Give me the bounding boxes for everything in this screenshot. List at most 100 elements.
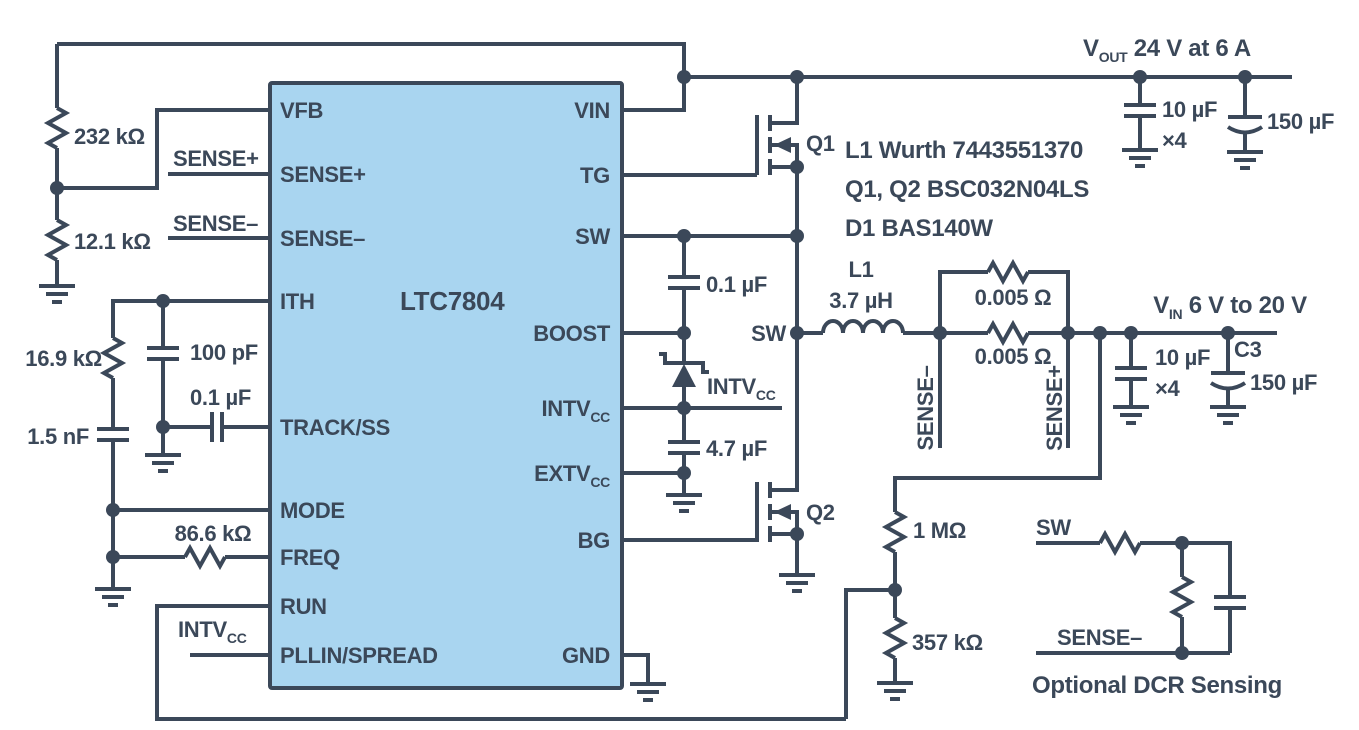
net-label-sense-plus-stub: SENSE+ (173, 146, 259, 171)
junction-dot (1061, 326, 1075, 340)
net-label-intvcc-stub: INTVCC (178, 617, 247, 646)
ground-symbol (1120, 148, 1160, 168)
junction-dot (790, 70, 804, 84)
capacitor-dcr (1212, 595, 1248, 610)
ground-symbol (777, 573, 817, 593)
resistor-sense-upper (986, 261, 1030, 283)
junction-dot (677, 326, 691, 340)
net-label-sw: SW (751, 321, 786, 346)
capacitor-c3-150u (1209, 371, 1247, 391)
label-inductor-value: 3.7 µH (829, 288, 892, 313)
pin-label-mode: MODE (280, 498, 345, 523)
junction-dot (1133, 70, 1147, 84)
pin-label-tg: TG (580, 163, 610, 188)
ic-name: LTC7804 (400, 286, 505, 316)
label-resistor-16k9: 16.9 kΩ (25, 346, 102, 371)
pin-label-pllin: PLLIN/SPREAD (280, 643, 438, 668)
mosfet-q1-arrow (774, 137, 791, 153)
pin-label-extvcc: EXTVCC (534, 461, 610, 490)
wire-vfb (57, 108, 270, 190)
label-capacitor-1n5: 1.5 nF (27, 424, 89, 449)
capacitor-ss-0u1 (210, 412, 224, 442)
label-capacitor-ss: 0.1 µF (190, 385, 251, 410)
resistor-357k (884, 616, 906, 660)
junction-dot (790, 326, 804, 340)
label-inductor-ref: L1 (848, 257, 873, 282)
resistor-dcr-series (1098, 532, 1142, 554)
wire-gnd-pin (622, 653, 650, 684)
net-label-diode-intvcc: INTVCC (707, 374, 776, 403)
labels: LTC7804 VFB SENSE+ SENSE– ITH TRACK/SS M… (25, 35, 1334, 699)
junction-dot (677, 229, 691, 243)
pin-label-freq: FREQ (280, 545, 340, 570)
wire-q1-drain (770, 77, 799, 125)
label-q2: Q2 (806, 500, 835, 525)
pin-label-gnd: GND (562, 643, 610, 668)
dcr-caption: Optional DCR Sensing (1032, 672, 1282, 699)
label-capacitor-boost: 0.1 µF (706, 272, 767, 297)
pin-label-ith: ITH (280, 289, 315, 314)
rail-label-vout: VOUT 24 V at 6 A (1083, 35, 1251, 65)
mosfet-q2-arrow (774, 504, 791, 520)
label-capacitor-100p: 100 pF (190, 340, 258, 365)
dcr-label-sense-minus: SENSE– (1057, 625, 1142, 650)
junction-dot (1124, 326, 1138, 340)
wire-feedback-top (57, 42, 686, 77)
pin-label-sense-plus: SENSE+ (280, 162, 366, 187)
label-incap-mult: ×4 (1155, 376, 1181, 401)
schottky-diode-d1-cathode (659, 352, 709, 374)
pin-label-intvcc: INTVCC (541, 396, 610, 425)
junction-dot (1221, 326, 1235, 340)
capacitor-boost-0u1 (666, 275, 702, 290)
wire-run-divider-top (893, 333, 1102, 512)
schottky-diode-d1-anode (672, 364, 696, 387)
wire-extvcc (622, 471, 686, 495)
ground-symbol (37, 284, 77, 304)
note-line-1: L1 Wurth 7443551370 (845, 137, 1083, 164)
label-outcap-150u: 150 µF (1267, 109, 1334, 134)
ground-symbol (1111, 405, 1151, 425)
junction-dot (933, 326, 947, 340)
junction-dot (1175, 646, 1189, 660)
junction-dot (1175, 536, 1189, 550)
resistor-232k (46, 106, 68, 150)
ground-symbol (628, 682, 668, 702)
junction-dot (677, 70, 691, 84)
dcr-label-sw: SW (1036, 515, 1071, 540)
label-outcap-10u: 10 µF (1162, 97, 1217, 122)
capacitor-100p (145, 346, 181, 361)
pin-label-trackss: TRACK/SS (280, 415, 390, 440)
resistor-dcr-shunt (1171, 575, 1193, 619)
ground-symbol (875, 681, 915, 701)
junction-dot (106, 550, 120, 564)
symbols (37, 103, 1265, 702)
wire-sense-upper-left (938, 270, 988, 333)
junction-dot (50, 181, 64, 195)
wire-sense-upper-right (1028, 270, 1070, 333)
label-q1: Q1 (806, 131, 835, 156)
resistor-86k6 (183, 546, 227, 568)
junction-dots (50, 70, 1252, 660)
label-resistor-12k1: 12.1 kΩ (74, 229, 151, 254)
label-resistor-357k: 357 kΩ (912, 630, 983, 655)
pin-label-run: RUN (280, 594, 327, 619)
wire-run-link (844, 588, 895, 719)
label-capacitor-4u7: 4.7 µF (706, 436, 767, 461)
ic-body (268, 81, 624, 690)
pin-label-sense-minus: SENSE– (280, 226, 365, 251)
ground-symbol (1225, 150, 1265, 170)
junction-dot (156, 294, 170, 308)
pin-label-vfb: VFB (280, 98, 323, 123)
capacitor-1n5 (95, 427, 131, 442)
pin-label-vin: VIN (574, 98, 610, 123)
junction-dot (156, 420, 170, 434)
label-incap-c3: C3 (1234, 337, 1262, 362)
junction-dot (790, 160, 804, 174)
net-label-sense-minus: SENSE– (913, 365, 938, 450)
inductor-l1 (821, 319, 905, 334)
label-sense-r-lower: 0.005 Ω (975, 344, 1052, 369)
rail-label-vin: VIN 6 V to 20 V (1153, 292, 1307, 322)
net-label-sense-plus: SENSE+ (1042, 365, 1067, 451)
wires (55, 42, 1292, 721)
